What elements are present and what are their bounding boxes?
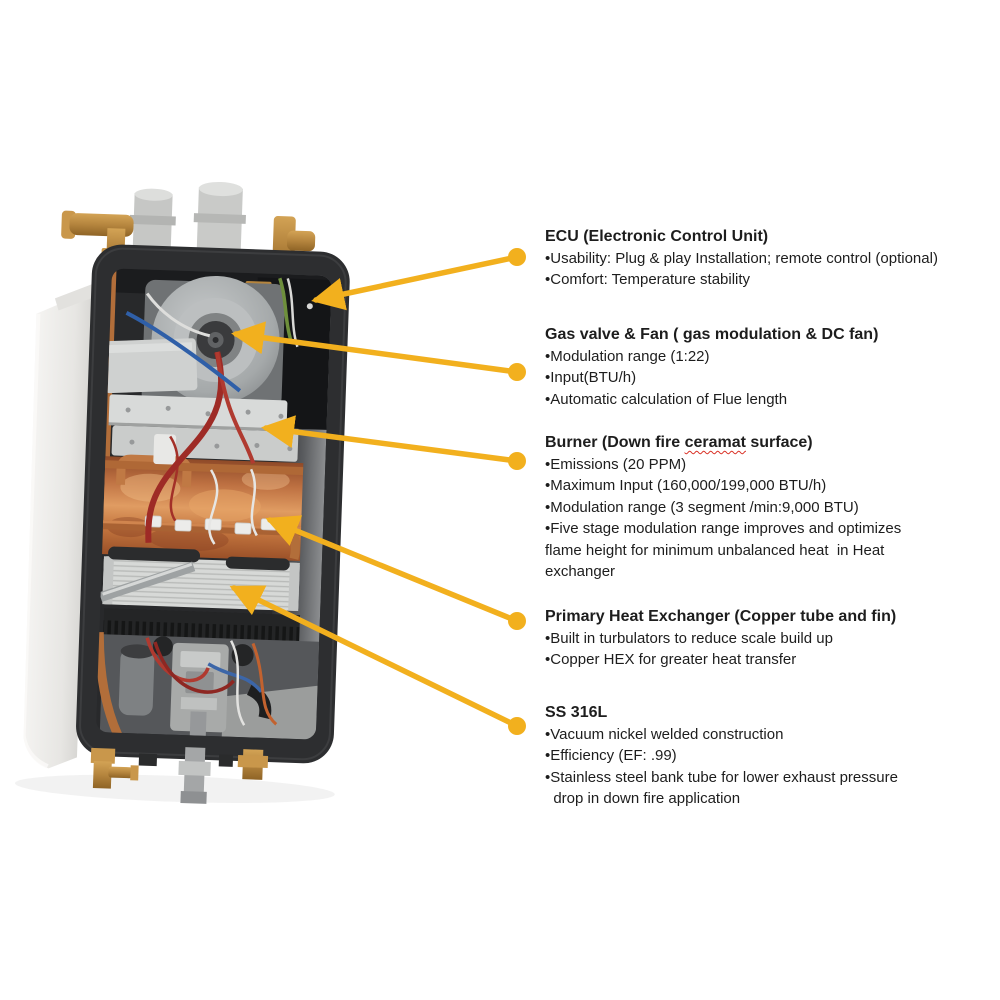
callout-arrow-ecu <box>311 248 526 311</box>
callout-line: •Input(BTU/h) <box>545 369 637 387</box>
wiring-harness <box>125 277 299 543</box>
callout-heading: Gas valve & Fan ( gas modulation & DC fa… <box>545 326 879 343</box>
callout-gas-valve-fan: Gas valve & Fan ( gas modulation & DC fa… <box>545 324 878 410</box>
callout-line: •Automatic calculation of Flue length <box>545 390 788 408</box>
unit-shadow <box>14 774 335 803</box>
callout-line: exchanger <box>545 563 616 581</box>
callout-line: •Copper HEX for greater heat transfer <box>545 651 797 669</box>
callout-arrow-burner <box>261 415 526 470</box>
water-heater-unit <box>14 182 350 804</box>
callout-heading: Primary Heat Exchanger (Copper tube and … <box>545 608 897 625</box>
heading-part: Burner (Down fire <box>545 434 685 451</box>
callout-heading: ECU (Electronic Control Unit) <box>545 228 769 245</box>
callout-line: •Usability: Plug & play Installation; re… <box>545 250 938 267</box>
bottom-pipe-fittings <box>90 747 269 804</box>
heading-part: surface) <box>745 434 813 451</box>
callout-arrow-primary-hex <box>265 515 526 630</box>
callout-line: •Emissions (20 PPM) <box>545 456 687 473</box>
callout-arrow-ss316l <box>229 585 526 735</box>
callout-line: •Maximum Input (160,000/199,000 BTU/h) <box>545 477 827 495</box>
callout-primary-heat-exchanger: Primary Heat Exchanger (Copper tube and … <box>545 606 896 671</box>
callout-line: •Comfort: Temperature stability <box>545 271 751 289</box>
heading-part-misspelled: ceramat <box>684 434 746 451</box>
gas-valve-assembly <box>95 632 320 740</box>
callout-line: flame height for minimum unbalanced heat… <box>545 541 885 559</box>
callout-ecu: ECU (Electronic Control Unit) •Usability… <box>545 226 938 291</box>
callout-heading: Burner (Down fire ceramat surface) <box>545 432 901 454</box>
callout-ss316l: SS 316L •Vacuum nickel welded constructi… <box>545 702 898 810</box>
callout-line: •Built in turbulators to reduce scale bu… <box>545 630 833 647</box>
ignition-box <box>103 338 198 394</box>
callout-line: •Five stage modulation range improves an… <box>545 520 902 538</box>
air-intake-collar <box>193 182 246 255</box>
callout-line: drop in down fire application <box>545 790 741 808</box>
callout-line: •Vacuum nickel welded construction <box>545 726 784 743</box>
callout-arrow-gas-valve-fan <box>231 321 526 381</box>
callout-line: •Stainless steel bank tube for lower exh… <box>545 768 898 786</box>
flue-collar <box>129 188 176 253</box>
callout-line: •Efficiency (EF: .99) <box>545 747 677 765</box>
callout-burner: Burner (Down fire ceramat surface) •Emis… <box>545 432 901 582</box>
callout-line: •Modulation range (1:22) <box>545 348 710 365</box>
burner-manifold <box>103 608 301 642</box>
finned-heat-exchanger <box>98 546 300 612</box>
callout-heading: SS 316L <box>545 704 608 721</box>
water-outlet-steel <box>178 747 211 804</box>
gas-connection-brass <box>237 749 269 780</box>
drain-valve-brass <box>90 747 139 789</box>
callout-line: •Modulation range (3 segment /min:9,000 … <box>545 498 859 516</box>
cabinet-side-panel <box>23 283 94 769</box>
